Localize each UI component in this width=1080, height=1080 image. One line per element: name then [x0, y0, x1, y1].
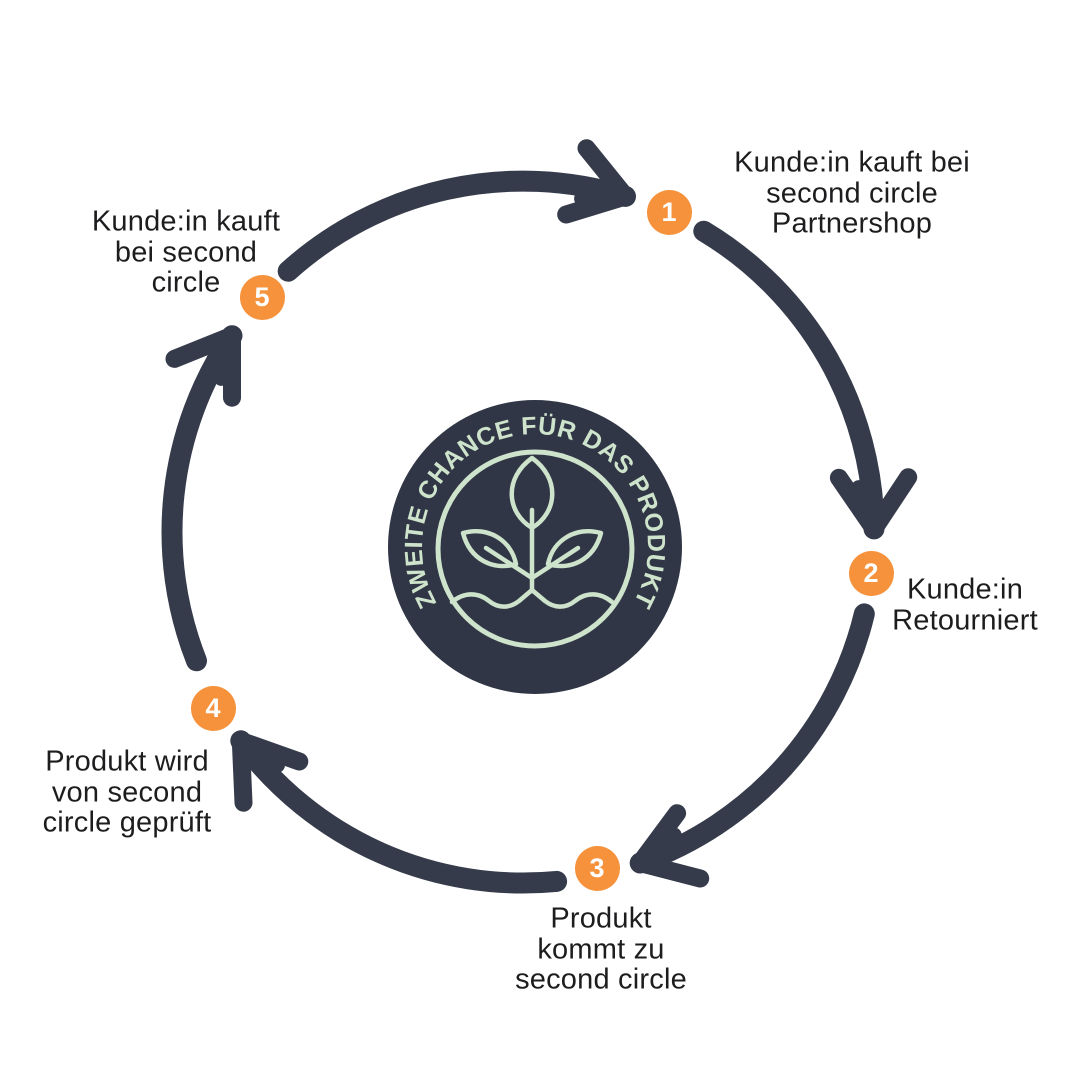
step-label-5: Kunde:in kauft bei second circle: [92, 206, 280, 298]
step-label-line: Produkt: [550, 902, 652, 935]
arrow-shaft: [230, 730, 568, 894]
step-label-line: Partnershop: [771, 207, 933, 240]
arrowhead-icon: [165, 326, 241, 407]
step-label-4: Produkt wird von second circle geprüft: [43, 746, 212, 838]
cycle-arrow-5-to-1: [277, 139, 636, 282]
logo-inner-ring: [435, 449, 635, 649]
step-badge-2: 2: [848, 550, 894, 596]
plant-ground-wave: [449, 587, 615, 609]
step-badge-3: 3: [574, 845, 620, 891]
cycle-arrow-2-to-3: [629, 603, 875, 888]
step-badge-4: 4: [190, 685, 236, 731]
arrow-shaft: [161, 325, 243, 672]
step-badge-1: 1: [646, 189, 692, 235]
step-label-line: bei second: [114, 235, 258, 268]
step-label-line: Kunde:in: [906, 573, 1024, 606]
step-label-line: second circle: [766, 176, 938, 209]
cycle-arrow-4-to-5: [161, 325, 243, 672]
arrow-shaft: [693, 220, 885, 540]
step-label-line: second circle: [515, 963, 687, 996]
step-label-1: Kunde:in kauft bei second circle Partner…: [734, 147, 970, 239]
plant-left-branch: [483, 545, 535, 581]
step-label-2: Kunde:in Retourniert: [892, 573, 1038, 636]
plant-right-leaf: [545, 529, 604, 569]
step-label-3: Produkt kommt zu second circle: [515, 903, 687, 995]
plant-top-leaf: [509, 455, 555, 531]
plant-sprout-icon: [449, 455, 615, 609]
plant-left-leaf: [460, 529, 519, 569]
plant-right-branch: [529, 545, 581, 581]
step-label-line: circle: [151, 266, 221, 299]
step-badge-5: 5: [239, 274, 285, 320]
step-label-line: circle geprüft: [42, 806, 212, 839]
logo-badge-circle: [388, 400, 682, 694]
arrow-shaft: [277, 170, 636, 282]
step-label-line: Produkt wird: [45, 745, 209, 778]
step-label-line: Kunde:in kauft: [91, 205, 281, 238]
arrowhead-icon: [231, 731, 309, 812]
cycle-arrow-1-to-2: [693, 220, 918, 540]
step-label-line: Retourniert: [892, 604, 1038, 636]
step-label-line: kommt zu: [537, 932, 665, 965]
step-label-line: Kunde:in kauft bei: [734, 146, 970, 179]
center-logo: ZWEITE CHANCE FÜR DAS PRODUKT: [388, 400, 682, 694]
arrowhead-icon: [557, 139, 635, 224]
step-label-line: von second: [51, 775, 203, 808]
arrowhead-icon: [829, 468, 918, 538]
cycle-arrow-3-to-4: [230, 730, 568, 894]
arrow-shaft: [629, 603, 875, 874]
arrowhead-icon: [631, 804, 710, 888]
